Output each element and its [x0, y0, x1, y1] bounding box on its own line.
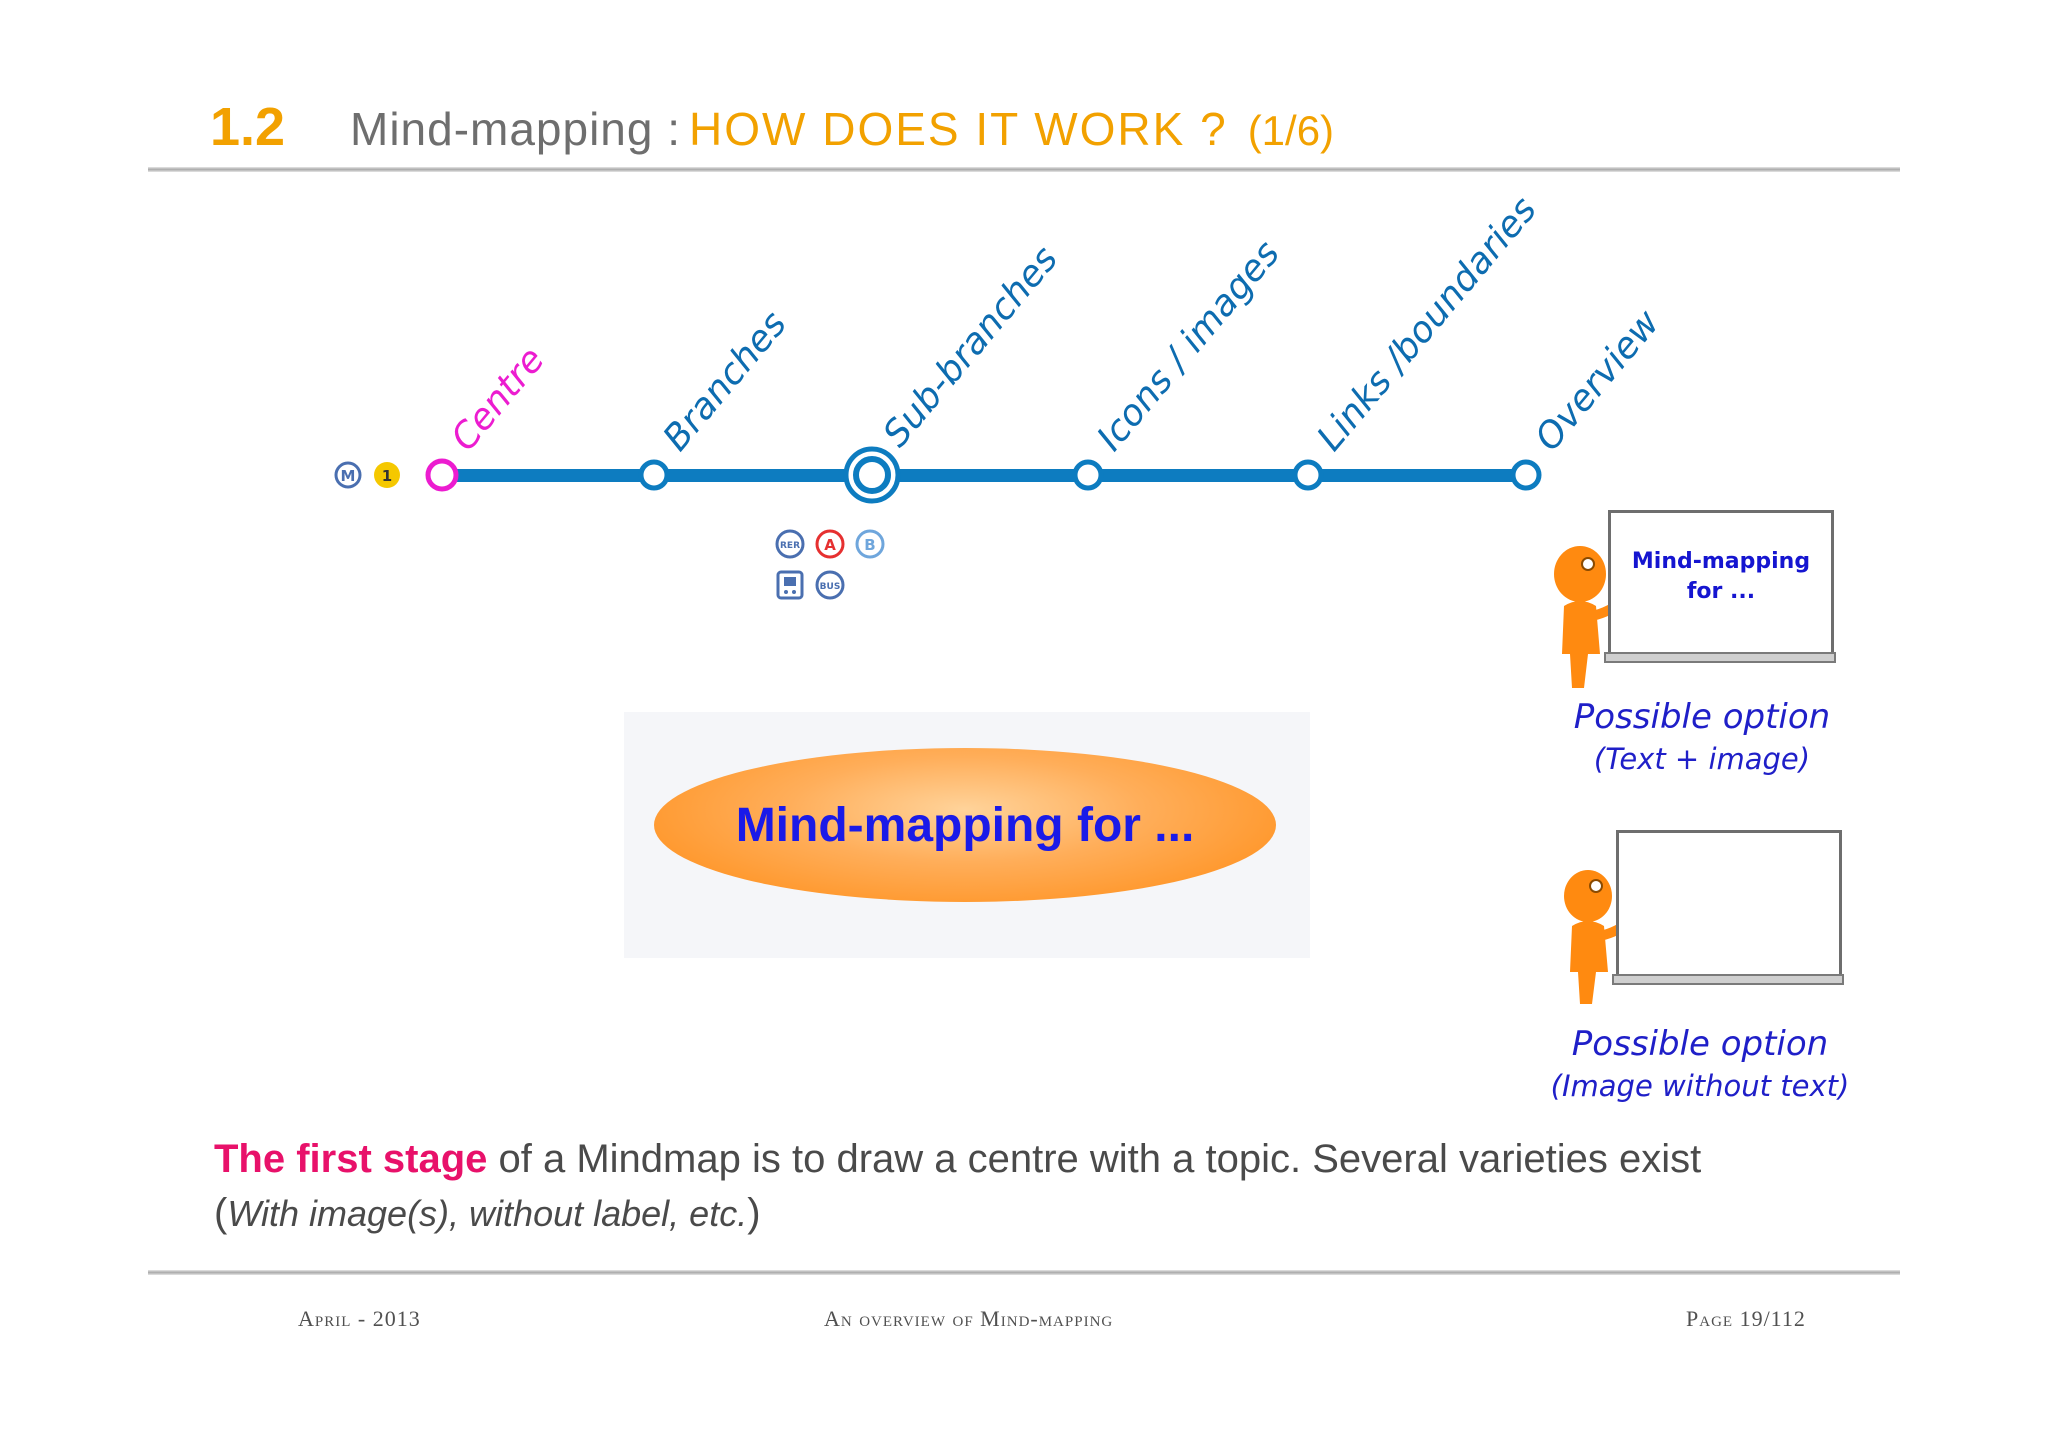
stop-sub-branches-marker [843, 446, 901, 504]
svg-text:B: B [864, 536, 875, 554]
stop-label-branches: Branches [655, 304, 794, 459]
title-topic: Mind-mapping : [350, 103, 682, 155]
slide-title: 1.2 Mind-mapping : HOW DOES IT WORK ? (1… [210, 96, 1334, 166]
footer-title: An overview of Mind-mapping [824, 1306, 1114, 1331]
option-1-subtitle: (Text + image) [1593, 742, 1811, 776]
footer-divider [148, 1270, 1900, 1275]
metro-line [442, 469, 1526, 482]
central-node-text: Mind-mapping for ... [735, 798, 1195, 852]
header-divider [148, 167, 1900, 172]
description-paragraph: The first stage of a Mindmap is to draw … [214, 1132, 1854, 1241]
line-b-badge-icon: B [855, 529, 885, 559]
whiteboard-ledge [1612, 974, 1844, 985]
central-node-ellipse: Mind-mapping for ... [654, 748, 1276, 902]
option-2-title: Possible option [1571, 1024, 1829, 1064]
note-close-paren: ) [747, 1191, 761, 1235]
stop-label-centre: Centre [443, 340, 552, 459]
central-node-panel: Mind-mapping for ... [624, 712, 1310, 958]
svg-text:BUS: BUS [820, 582, 841, 592]
whiteboard-blank [1616, 830, 1842, 984]
stop-overview-marker [1510, 459, 1542, 491]
option-1-title: Possible option [1573, 697, 1831, 737]
stop-links-marker [1292, 459, 1324, 491]
svg-text:RER: RER [780, 541, 800, 551]
section-number: 1.2 [210, 97, 286, 157]
svg-text:1: 1 [382, 467, 392, 485]
stop-branches-marker [638, 459, 670, 491]
stop-icons-marker [1072, 459, 1104, 491]
stop-label-sub-branches: Sub-branches [875, 239, 1066, 455]
note-open-paren: ( [214, 1191, 228, 1235]
bus-badge-icon: BUS [815, 570, 845, 600]
whiteboard-with-text: Mind-mapping for ... [1608, 510, 1834, 660]
board-text-line2: for ... [1686, 579, 1756, 604]
svg-text:A: A [824, 536, 836, 554]
description-note: With image(s), without label, etc. [227, 1193, 748, 1234]
option-caption-text-image: Possible option (Text + image) [1537, 695, 1867, 779]
line-one-badge-icon: 1 [374, 462, 400, 488]
whiteboard-ledge [1604, 652, 1836, 663]
footer-date: April - 2013 [298, 1306, 421, 1331]
description-highlight: The first stage [214, 1137, 488, 1181]
stop-label-icons-images: Icons / images [1089, 233, 1287, 458]
metro-timeline: M 1 Centre Branches Sub-branches Icons /… [334, 189, 1668, 600]
stop-centre-marker [425, 458, 459, 492]
option-2-subtitle: (Image without text) [1550, 1069, 1850, 1103]
option-caption-image-only: Possible option (Image without text) [1535, 1022, 1865, 1106]
board-text-line1: Mind-mapping [1631, 549, 1811, 574]
stop-label-overview: Overview [1527, 302, 1668, 459]
description-text: of a Mindmap is to draw a centre with a … [487, 1137, 1702, 1181]
footer-page-number: Page 19/112 [1686, 1306, 1806, 1331]
title-question: HOW DOES IT WORK ? [689, 103, 1228, 155]
stop-label-links-boundaries: Links /boundaries [1309, 189, 1544, 458]
rer-badge-icon: RER [775, 529, 805, 559]
svg-text:M: M [341, 467, 356, 485]
line-a-badge-icon: A [815, 529, 845, 559]
title-count: (1/6) [1247, 107, 1335, 154]
metro-badge-icon: M [334, 461, 362, 489]
train-badge-icon [776, 570, 804, 600]
